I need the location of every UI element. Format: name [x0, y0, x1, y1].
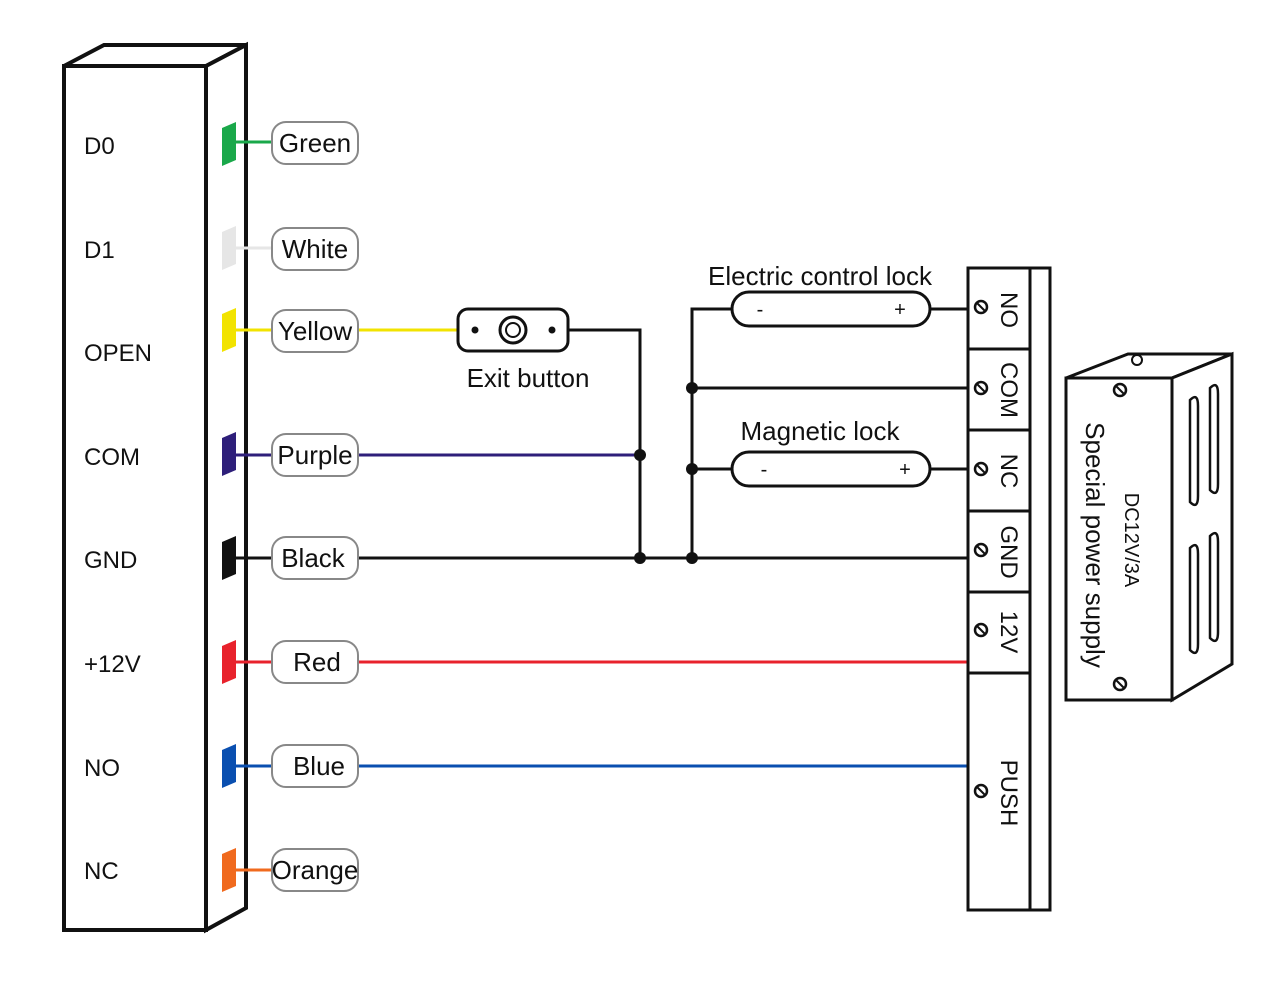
wire-label-orange: Orange: [272, 855, 359, 885]
terminal-label-push: PUSH: [995, 760, 1022, 827]
wire-label-green: Green: [279, 128, 351, 158]
terminal-label-12v: 12V: [995, 611, 1022, 654]
wire-stubs: [236, 140, 272, 872]
screw-icon: [973, 542, 989, 558]
terminal-label-no: NO: [995, 292, 1022, 328]
pin-label-open: OPEN: [84, 340, 152, 367]
screw-icon: [973, 622, 989, 638]
wire-label-yellow: Yellow: [278, 316, 352, 346]
pin-tabs: [222, 122, 236, 892]
junction-dots: [634, 382, 698, 564]
pin-label-12v: +12V: [84, 651, 141, 678]
main-wires: [358, 307, 970, 768]
pin-label-no: NO: [84, 755, 120, 782]
pin-tab-yellow: [222, 308, 236, 352]
exit-button-wire: [568, 328, 642, 558]
pin-tab-green: [222, 122, 236, 166]
power-supply-label: Special power supply: [1080, 422, 1110, 668]
electric-lock-title: Electric control lock: [708, 261, 933, 291]
pin-tab-white: [222, 226, 236, 270]
power-supply-rating: DC12V/3A: [1120, 493, 1142, 588]
screw-icon: [1112, 382, 1128, 398]
exit-button-symbol: [456, 307, 570, 353]
pin-tab-orange: [222, 848, 236, 892]
wire-label-black: Black: [281, 543, 346, 573]
vent-slot-icon: [1188, 383, 1220, 655]
screw-icon: [973, 461, 989, 477]
pin-tab-red: [222, 640, 236, 684]
pin-tab-black: [222, 536, 236, 580]
pin-tab-blue: [222, 744, 236, 788]
terminal-block: [966, 266, 1052, 912]
magnetic-lock-minus: -: [761, 459, 768, 481]
electric-lock-minus: -: [757, 299, 764, 321]
magnetic-lock-symbol: - +: [730, 450, 932, 488]
terminal-label-nc: NC: [995, 454, 1022, 489]
screw-icon: [973, 299, 989, 315]
terminal-labels: NO COM NC GND 12V PUSH: [995, 292, 1022, 826]
terminal-label-gnd: GND: [995, 525, 1022, 578]
wire-label-blue: Blue: [293, 751, 345, 781]
terminal-label-com: COM: [995, 362, 1022, 418]
wire-label-white: White: [282, 234, 348, 264]
screw-icon: [973, 380, 989, 396]
terminal-screws: [973, 299, 989, 799]
magnetic-lock-plus: +: [899, 459, 911, 481]
electric-lock-symbol: - +: [730, 290, 932, 328]
exit-button-label: Exit button: [467, 363, 590, 393]
wire-label-purple: Purple: [277, 440, 352, 470]
electric-lock-plus: +: [894, 299, 906, 321]
screw-icon: [1131, 354, 1143, 366]
pin-label-d0: D0: [84, 133, 115, 160]
screw-icon: [973, 783, 989, 799]
lock-bus-wire: [690, 307, 732, 558]
pin-label-gnd: GND: [84, 547, 137, 574]
controller-box: [62, 41, 248, 934]
pin-tab-purple: [222, 432, 236, 476]
screw-icon: [1112, 676, 1128, 692]
magnetic-lock-title: Magnetic lock: [741, 416, 901, 446]
pin-label-d1: D1: [84, 237, 115, 264]
pin-label-nc: NC: [84, 858, 119, 885]
wire-label-red: Red: [293, 647, 341, 677]
pin-label-com: COM: [84, 444, 140, 471]
power-supply: [1064, 351, 1234, 703]
wire-label-pills: [271, 121, 359, 892]
